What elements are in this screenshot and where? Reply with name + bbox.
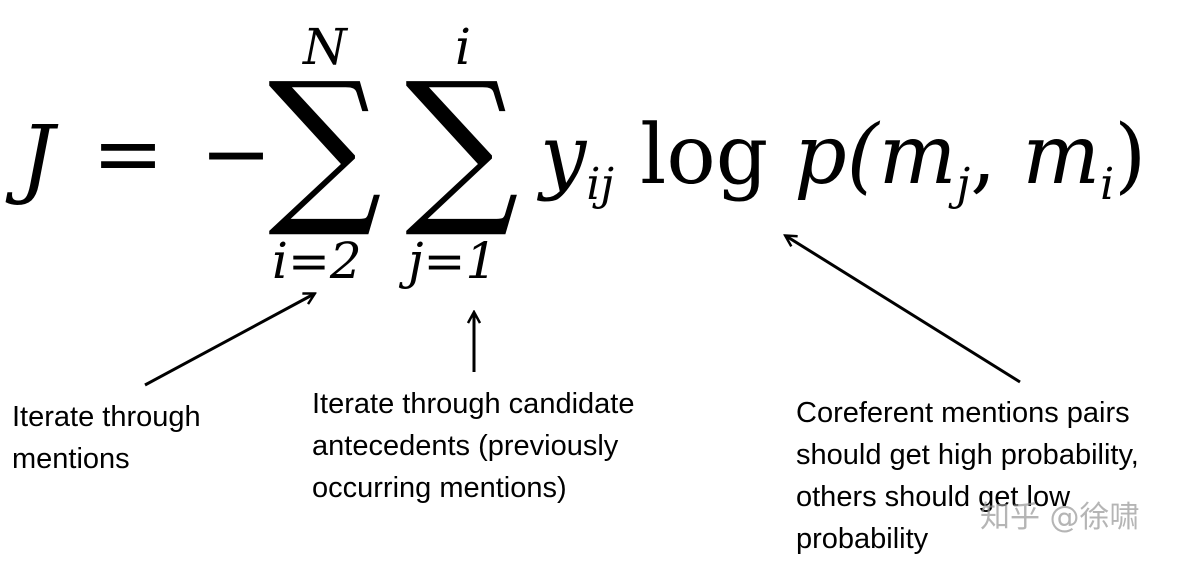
annotation-probability: Coreferent mentions pairs should get hig… xyxy=(796,397,1139,555)
m1-subscript: j xyxy=(956,159,971,210)
sum1-sigma-icon: ∑ xyxy=(267,46,382,242)
sum2-upper: i xyxy=(455,18,471,76)
m2-subscript: i xyxy=(1100,159,1115,210)
sum1-lower: i=2 xyxy=(272,232,362,290)
y-subscript: ij xyxy=(586,159,615,210)
minus-sign: − xyxy=(200,104,273,204)
equals-sign: = xyxy=(92,104,165,204)
annotation-outer-sum: Iterate through mentions xyxy=(12,401,201,475)
log-op: log xyxy=(640,108,769,203)
sum2-lower: j=1 xyxy=(408,232,498,290)
summand: yij log p(mj, mi) xyxy=(540,108,1146,210)
y-var: y xyxy=(540,108,587,203)
m-var-1: m xyxy=(878,108,957,203)
lhs-J: J xyxy=(20,108,55,208)
sum1-upper: N xyxy=(303,18,347,76)
close-paren: ) xyxy=(1114,108,1147,203)
sum2-sigma-icon: ∑ xyxy=(404,46,519,242)
m-var-2: m xyxy=(1022,108,1101,203)
annotation-inner-sum: Iterate through candidate antecedents (p… xyxy=(312,388,635,504)
arrow-probability-icon xyxy=(786,236,1021,384)
p-func: p( xyxy=(794,108,879,203)
watermark: 知乎 @徐啸 xyxy=(980,500,1140,535)
arrow-outer-sum-icon xyxy=(144,294,314,387)
comma: , xyxy=(970,108,1023,203)
